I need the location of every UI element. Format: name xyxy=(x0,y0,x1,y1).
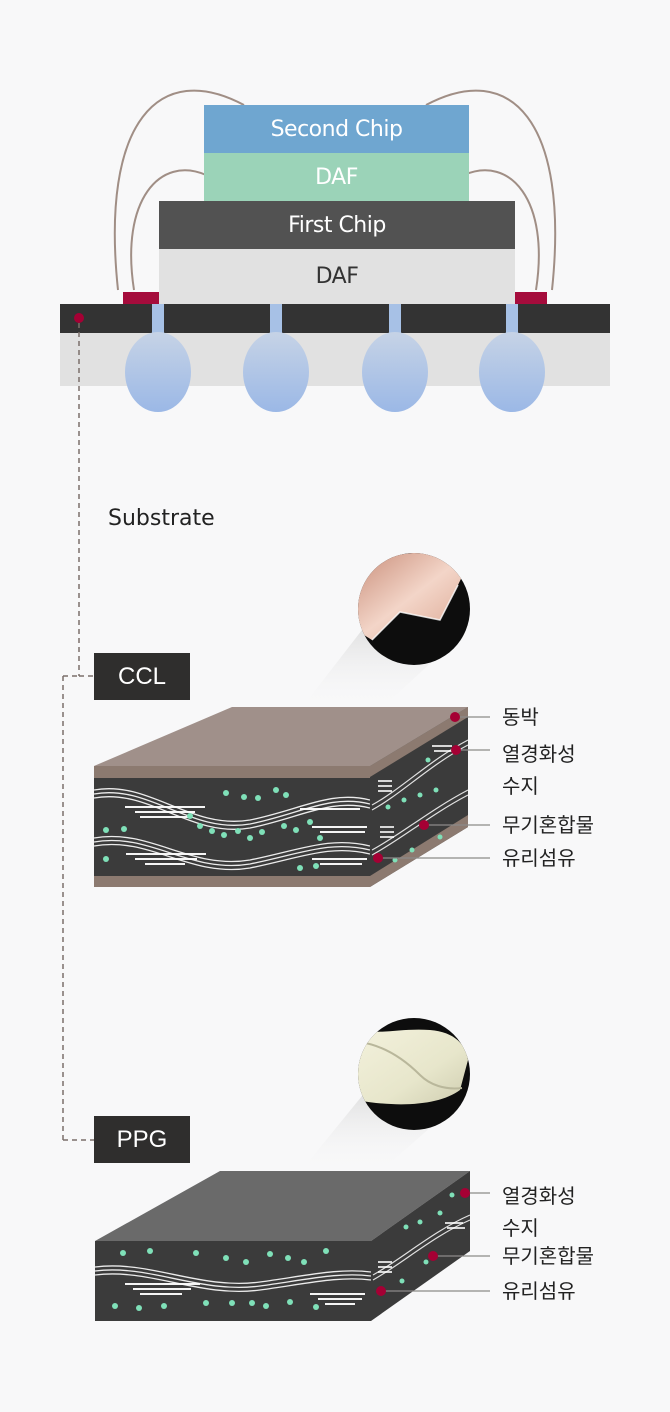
first-chip-label: First Chip xyxy=(288,212,386,238)
daf-top: DAF xyxy=(204,153,469,201)
ppg-zoom-circle xyxy=(358,1018,470,1130)
substrate-label: Substrate xyxy=(108,506,215,531)
ccl-block xyxy=(94,707,469,887)
first-chip: First Chip xyxy=(159,201,515,249)
ppg-label-glass-fiber: 유리섬유 xyxy=(502,1279,576,1303)
second-chip: Second Chip xyxy=(204,105,469,153)
ccl-label-inorganic-filler: 무기혼합물 xyxy=(502,813,594,837)
ppg-label-thermoset-resin: 열경화성 수지 xyxy=(502,1184,576,1240)
ccl-leaders xyxy=(378,716,490,859)
ccl-tag-label: CCL xyxy=(117,662,166,690)
substrate-marker xyxy=(74,313,84,323)
ccl-tag: CCL xyxy=(94,653,190,700)
daf-bottom-label: DAF xyxy=(315,264,359,289)
wire-bonds xyxy=(113,89,557,291)
daf-top-label: DAF xyxy=(315,164,358,190)
solder-balls xyxy=(125,304,545,412)
ccl-markers xyxy=(373,712,461,863)
ppg-label-inorganic-filler: 무기혼합물 xyxy=(502,1244,594,1268)
dashed-leader xyxy=(62,323,94,1141)
second-chip-label: Second Chip xyxy=(270,116,403,142)
substrate-top xyxy=(60,304,610,333)
ppg-markers xyxy=(376,1188,470,1296)
ccl-zoom-circle xyxy=(358,553,470,665)
ppg-tag: PPG xyxy=(94,1116,190,1163)
ccl-label-copper-foil: 동박 xyxy=(502,705,539,729)
ccl-label-glass-fiber: 유리섬유 xyxy=(502,846,576,870)
ccl-label-thermoset-resin: 열경화성 수지 xyxy=(502,742,576,798)
ppg-block xyxy=(95,1171,471,1321)
daf-bottom: DAF xyxy=(159,249,515,304)
ppg-tag-label: PPG xyxy=(116,1125,168,1153)
